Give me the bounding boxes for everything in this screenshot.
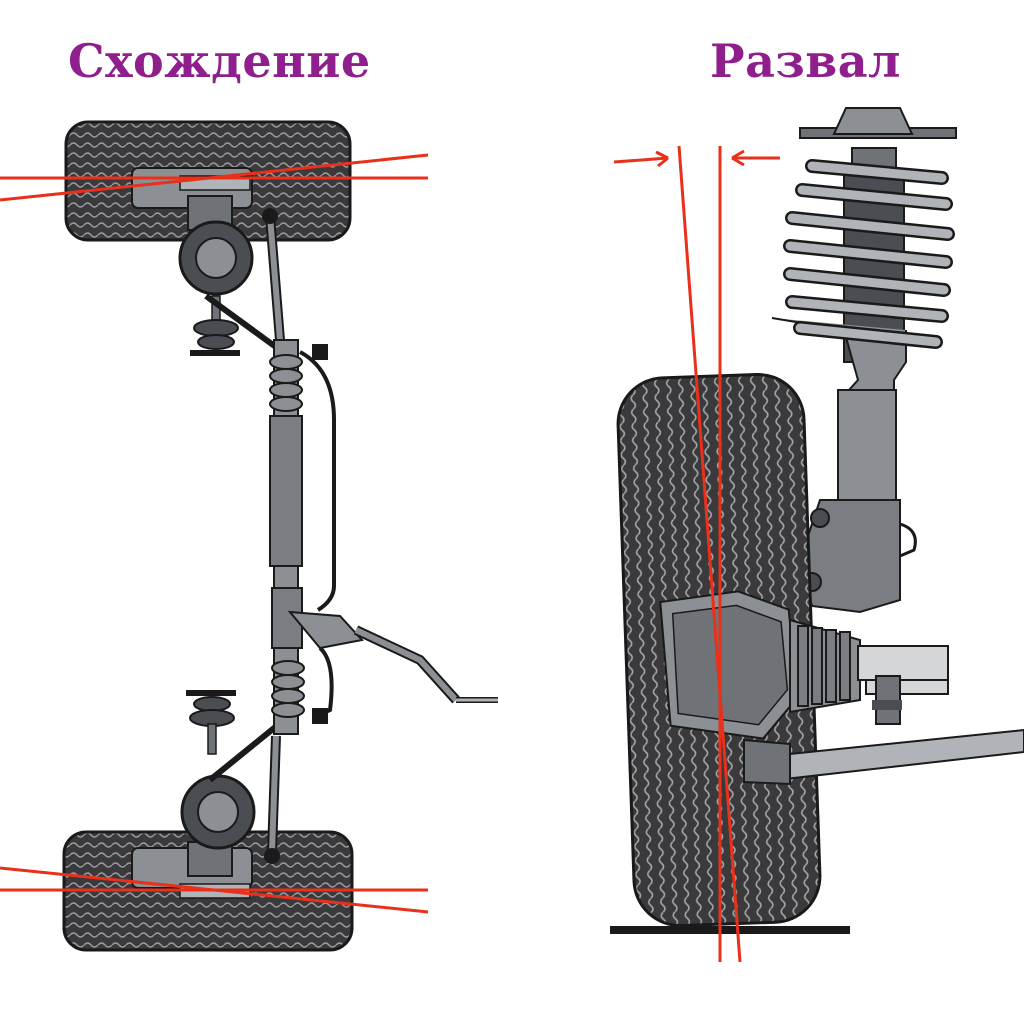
top-boot-icon: [269, 354, 303, 412]
top-mount-icon: [190, 295, 240, 356]
steering-shaft-icon: [287, 610, 498, 704]
top-hub-icon: [178, 195, 254, 296]
camber-title: Развал: [710, 34, 901, 88]
drive-shaft-icon: [743, 618, 1024, 786]
steering-rack-icon: [204, 208, 303, 864]
toe-title: Схождение: [68, 34, 371, 88]
bottom-boot-icon: [271, 660, 305, 718]
toe-reference-lines: [0, 153, 429, 914]
coil-spring-icon: [783, 159, 955, 349]
bottom-mount-icon: [186, 690, 236, 755]
ground-line: [610, 926, 850, 934]
camber-reference-lines: [613, 145, 780, 963]
camber-diagram: [610, 107, 1024, 963]
hydraulic-line: [299, 350, 336, 718]
toe-diagram: [0, 120, 498, 952]
